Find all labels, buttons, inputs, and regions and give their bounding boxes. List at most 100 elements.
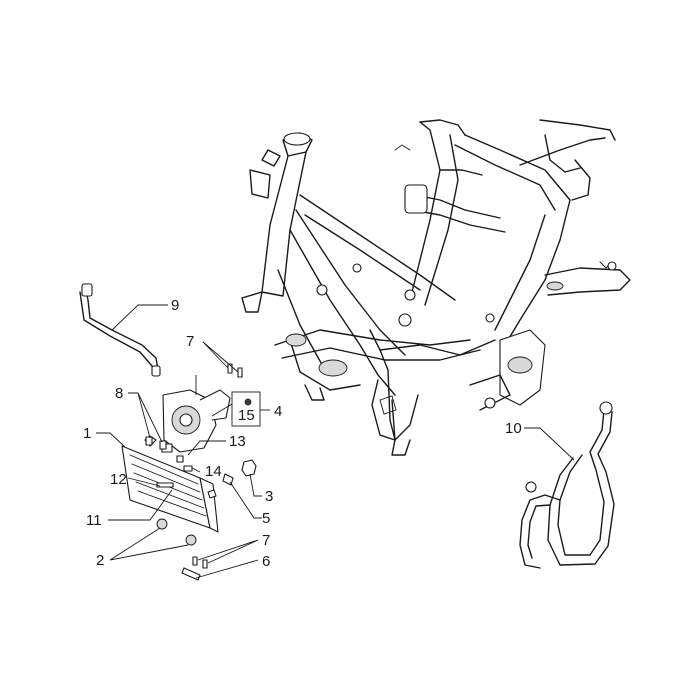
- leader-6: [195, 559, 259, 579]
- head-tube-bracket: [249, 169, 271, 199]
- hose-large-clamp-top: [599, 401, 613, 415]
- central-post: [379, 349, 396, 441]
- side-tube-upper-inner: [454, 144, 556, 211]
- callout-5: 5: [262, 510, 270, 527]
- down-tube-right: [277, 269, 326, 371]
- fan-motor: [199, 389, 231, 421]
- grommet-upper: [156, 518, 168, 530]
- leader-1: [96, 432, 126, 448]
- rear-rail-knuckle: [571, 159, 591, 201]
- hose-small-body: [85, 289, 159, 371]
- frame-bolt-d: [404, 289, 416, 301]
- hose-large-run-b: [547, 411, 615, 566]
- callout-11: 11: [86, 512, 102, 529]
- frame-bolt-b: [316, 284, 328, 296]
- central-loop: [369, 329, 496, 356]
- leader-13: [187, 440, 226, 456]
- leader-12: [127, 477, 161, 487]
- rear-rail-top: [539, 119, 616, 141]
- rear-cross: [414, 194, 501, 219]
- side-stand-bolt: [484, 397, 496, 409]
- coolant-hose-small: [79, 283, 161, 377]
- cradle-left-bracket: [289, 339, 361, 391]
- central-pedestal: [371, 379, 419, 441]
- spacer-14: [183, 465, 193, 472]
- hose-large-clamp-end: [525, 481, 537, 493]
- leader-11: [108, 489, 173, 521]
- leader-9: [111, 304, 168, 331]
- head-tube-cap: [283, 132, 311, 146]
- rear-hanger: [544, 267, 631, 296]
- leader-7-lower: [197, 539, 259, 564]
- radiator-outlet: [207, 489, 217, 499]
- central-foot: [391, 439, 411, 456]
- callout-15: 15: [238, 407, 255, 424]
- down-tube-left: [289, 229, 396, 396]
- cooling-fan-assembly: [162, 389, 252, 453]
- lower-tab: [379, 395, 397, 415]
- callout-1: 1: [83, 425, 91, 442]
- leader-4-pointer: [211, 403, 233, 417]
- callout-10: 10: [505, 420, 522, 437]
- cradle-foot: [304, 384, 325, 401]
- callout-8: 8: [115, 385, 123, 402]
- callout-7-lower: 7: [262, 532, 270, 549]
- lower-cradle-inner: [281, 347, 481, 361]
- leader-lines: [96, 304, 575, 579]
- leader-8: [128, 392, 163, 443]
- bolt-12: [156, 482, 174, 488]
- hose-small-clamp-bottom: [151, 365, 161, 377]
- side-tube-upper: [464, 134, 571, 241]
- side-tube-lower-inner: [494, 214, 546, 331]
- callout-4: 4: [274, 403, 282, 420]
- frame-bolt-e: [485, 313, 495, 323]
- upper-brace: [299, 194, 456, 301]
- bracket-6: [181, 567, 201, 581]
- head-tube-lug: [261, 149, 281, 167]
- rear-cross-inner: [411, 209, 506, 233]
- leader-7-upper: [202, 341, 239, 373]
- hose-small-clamp-top: [81, 283, 93, 297]
- frame-bolt-c: [398, 313, 412, 327]
- leader-14: [191, 467, 201, 473]
- callout-numbers: 9 7 8 4 15 1 13 14 12 3 5 11 7 2 6 10: [83, 297, 522, 570]
- cradle-mount-front: [285, 333, 307, 347]
- callout-2: 2: [96, 552, 104, 569]
- rear-cross-clamp-left: [404, 184, 428, 214]
- screw-7-upper-b: [237, 367, 243, 378]
- leader-2: [109, 527, 189, 561]
- callout-7-upper: 7: [186, 333, 194, 350]
- callout-9: 9: [171, 297, 179, 314]
- lower-cradle: [274, 329, 471, 346]
- frame-bolt-a: [352, 263, 362, 273]
- rear-loop-top: [419, 119, 466, 136]
- leader-4-bracket: [231, 391, 261, 427]
- screw-7-lower-a: [192, 556, 198, 566]
- callout-3: 3: [265, 488, 273, 505]
- chassis-frame: [241, 119, 631, 456]
- upper-brace-inner: [304, 214, 421, 291]
- callout-6: 6: [262, 553, 270, 570]
- screw-3: [241, 459, 257, 477]
- rear-rail-gusset: [544, 134, 581, 173]
- rear-rail-link: [519, 137, 606, 166]
- head-tube-bottom: [241, 291, 263, 313]
- grommet-lower: [185, 534, 197, 546]
- fan-centre: [179, 413, 193, 427]
- nut-8-a: [145, 436, 153, 446]
- callout-14: 14: [205, 463, 222, 480]
- small-parts: [145, 363, 257, 581]
- screw-7-upper-a: [227, 363, 233, 374]
- hose-large-branch-a: [519, 494, 561, 569]
- side-tube-lower: [504, 239, 561, 346]
- nut-8-b: [159, 440, 167, 450]
- rear-hanger-bolt: [607, 261, 617, 271]
- cradle-mount-left: [318, 359, 348, 377]
- callout-12: 12: [110, 471, 127, 488]
- head-tube: [261, 151, 307, 297]
- rear-hanger-bush: [546, 281, 564, 291]
- coolant-hose-large: [519, 401, 615, 569]
- washer-5: [222, 473, 234, 486]
